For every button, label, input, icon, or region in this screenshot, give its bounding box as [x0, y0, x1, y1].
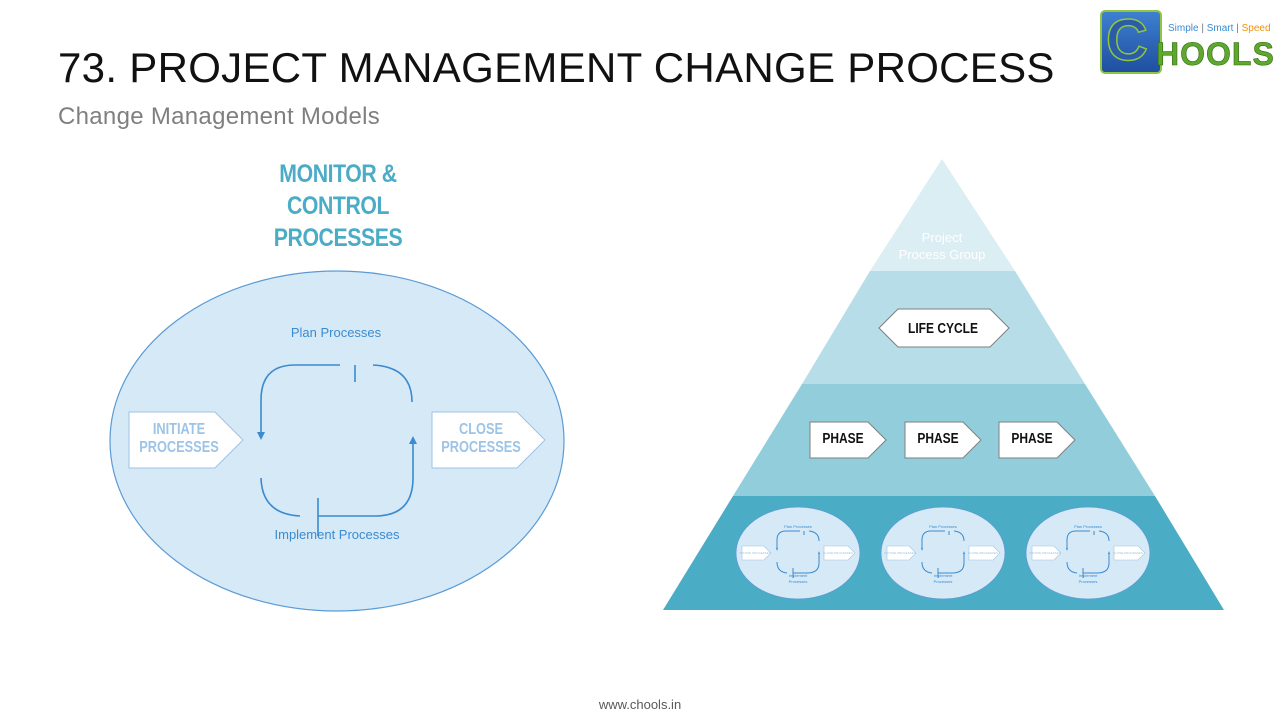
mini-plan-label: Plan Processes [1074, 524, 1102, 529]
phase-arrow-2 [904, 421, 982, 459]
mini-cycle-arrow [938, 554, 965, 574]
mini-implement-label-line2: Processes [934, 579, 953, 584]
close-processes-arrow [431, 411, 546, 469]
phase-label-1: PHASE [822, 430, 863, 447]
mini-arrowhead [921, 548, 923, 551]
implement-processes-label: Implement Processes [275, 527, 400, 542]
mini-arrowhead [818, 551, 820, 554]
mini-cycle-arrow [1083, 554, 1110, 574]
page-title: 73. PROJECT MANAGEMENT CHANGE PROCESS [58, 44, 1055, 91]
mini-arrowhead [776, 548, 778, 551]
cycle-arrow-bottom-left [260, 477, 319, 536]
mini-close-label: CLOSE PROCESSES [1113, 551, 1143, 555]
logo-separator: | [1201, 23, 1204, 34]
mini-initiate-arrow [1031, 545, 1062, 561]
footer-url[interactable]: www.chools.in [598, 697, 682, 712]
mini-cycle-arrow [793, 554, 820, 574]
mini-implement-label-line1: Implement [1079, 573, 1099, 578]
mini-cycle-arrow [808, 530, 820, 542]
mini-initiate-arrow [886, 545, 917, 561]
cycle-arrow-bottom-right [318, 436, 417, 517]
mini-arrowhead [1066, 548, 1068, 551]
page-subtitle: Change Management Models [58, 103, 381, 130]
mini-cycle-arrow [776, 530, 805, 548]
mini-close-label: CLOSE PROCESSES [968, 551, 998, 555]
mini-implement-label-line2: Processes [1079, 579, 1098, 584]
mini-cycle-arrow [953, 530, 965, 542]
mini-close-label: CLOSE PROCESSES [823, 551, 853, 555]
logo-tagline: Simple | Smart | Speed [1168, 23, 1271, 34]
mini-cycle-arrow [921, 530, 950, 548]
lifecycle-double-arrow [878, 308, 1010, 348]
process-group-ellipse [109, 270, 565, 612]
mini-close-arrow [968, 545, 1001, 561]
process-cycle-arrows [260, 364, 417, 536]
initiate-label-line1: INITIATE [153, 421, 206, 439]
mini-implement-label-line1: Implement [934, 573, 954, 578]
mini-close-arrow [823, 545, 856, 561]
mini-implement-label-line1: Implement [789, 573, 809, 578]
logo-letter: C [1105, 8, 1148, 73]
monitor-heading-line1: MONITOR & CONTROL [279, 160, 397, 220]
phase-arrow-3 [998, 421, 1076, 459]
cycle-arrow-top-left [261, 364, 356, 436]
phase-arrow-1 [809, 421, 887, 459]
mini-ellipse [735, 506, 861, 600]
close-label-line1: CLOSE [459, 421, 503, 439]
mini-cycle-arrow [921, 561, 939, 578]
close-label-line2: PROCESSES [441, 439, 521, 457]
mini-ellipse [880, 506, 1006, 600]
pyramid-tier-project-process-group [870, 159, 1015, 271]
phase-label-3: PHASE [1011, 430, 1052, 447]
phase-label-2: PHASE [917, 430, 958, 447]
pyramid-top-label-line1: Project [922, 230, 963, 245]
chools-logo[interactable]: C Simple | Smart | Speed HOOLS [1100, 8, 1274, 76]
mini-initiate-arrow [741, 545, 772, 561]
logo-separator: | [1236, 23, 1239, 34]
mini-cycle-arrow [1098, 530, 1110, 542]
mini-close-arrow [1113, 545, 1146, 561]
mini-arrowhead [1108, 551, 1110, 554]
mini-cycle-arrow [1066, 561, 1084, 578]
cycle-arrow-top-right [372, 364, 413, 403]
logo-tagline-smart: Smart [1206, 23, 1234, 34]
pyramid-top-label-line2: Process Group [899, 247, 986, 262]
mini-arrowhead [963, 551, 965, 554]
logo-badge [1100, 10, 1162, 74]
monitor-control-heading: MONITOR & CONTROL PROCESSES [228, 158, 449, 254]
mini-implement-label-line2: Processes [789, 579, 808, 584]
plan-processes-label: Plan Processes [291, 325, 382, 340]
mini-initiate-label: INITIATE PROCESSES [884, 551, 916, 555]
initiate-label-line2: PROCESSES [139, 439, 219, 457]
mini-cycle-arrow [1066, 530, 1095, 548]
mini-initiate-label: INITIATE PROCESSES [739, 551, 771, 555]
mini-plan-label: Plan Processes [929, 524, 957, 529]
initiate-processes-arrow [128, 411, 244, 469]
monitor-heading-line2: PROCESSES [273, 224, 403, 252]
mini-cycle-arrow [776, 561, 794, 578]
mini-initiate-label: INITIATE PROCESSES [1029, 551, 1061, 555]
logo-wordmark: HOOLS [1156, 36, 1275, 73]
logo-tagline-simple: Simple [1168, 23, 1199, 34]
lifecycle-label: LIFE CYCLE [908, 320, 978, 337]
logo-tagline-speed: Speed [1241, 23, 1271, 34]
mini-plan-label: Plan Processes [784, 524, 812, 529]
mini-ellipse [1025, 506, 1151, 600]
